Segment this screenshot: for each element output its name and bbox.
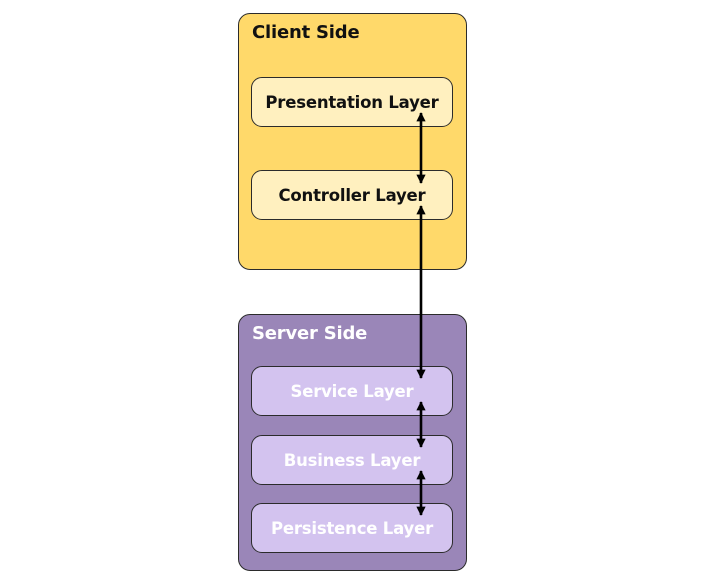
- persistence-layer-box: Persistence Layer: [251, 503, 453, 553]
- presentation-layer-box: Presentation Layer: [251, 77, 453, 127]
- service-layer-box: Service Layer: [251, 366, 453, 416]
- controller-layer-box: Controller Layer: [251, 170, 453, 220]
- business-layer-box: Business Layer: [251, 435, 453, 485]
- server-side-title: Server Side: [252, 323, 368, 344]
- client-side-group: Client Side: [238, 13, 467, 270]
- client-side-title: Client Side: [252, 22, 360, 43]
